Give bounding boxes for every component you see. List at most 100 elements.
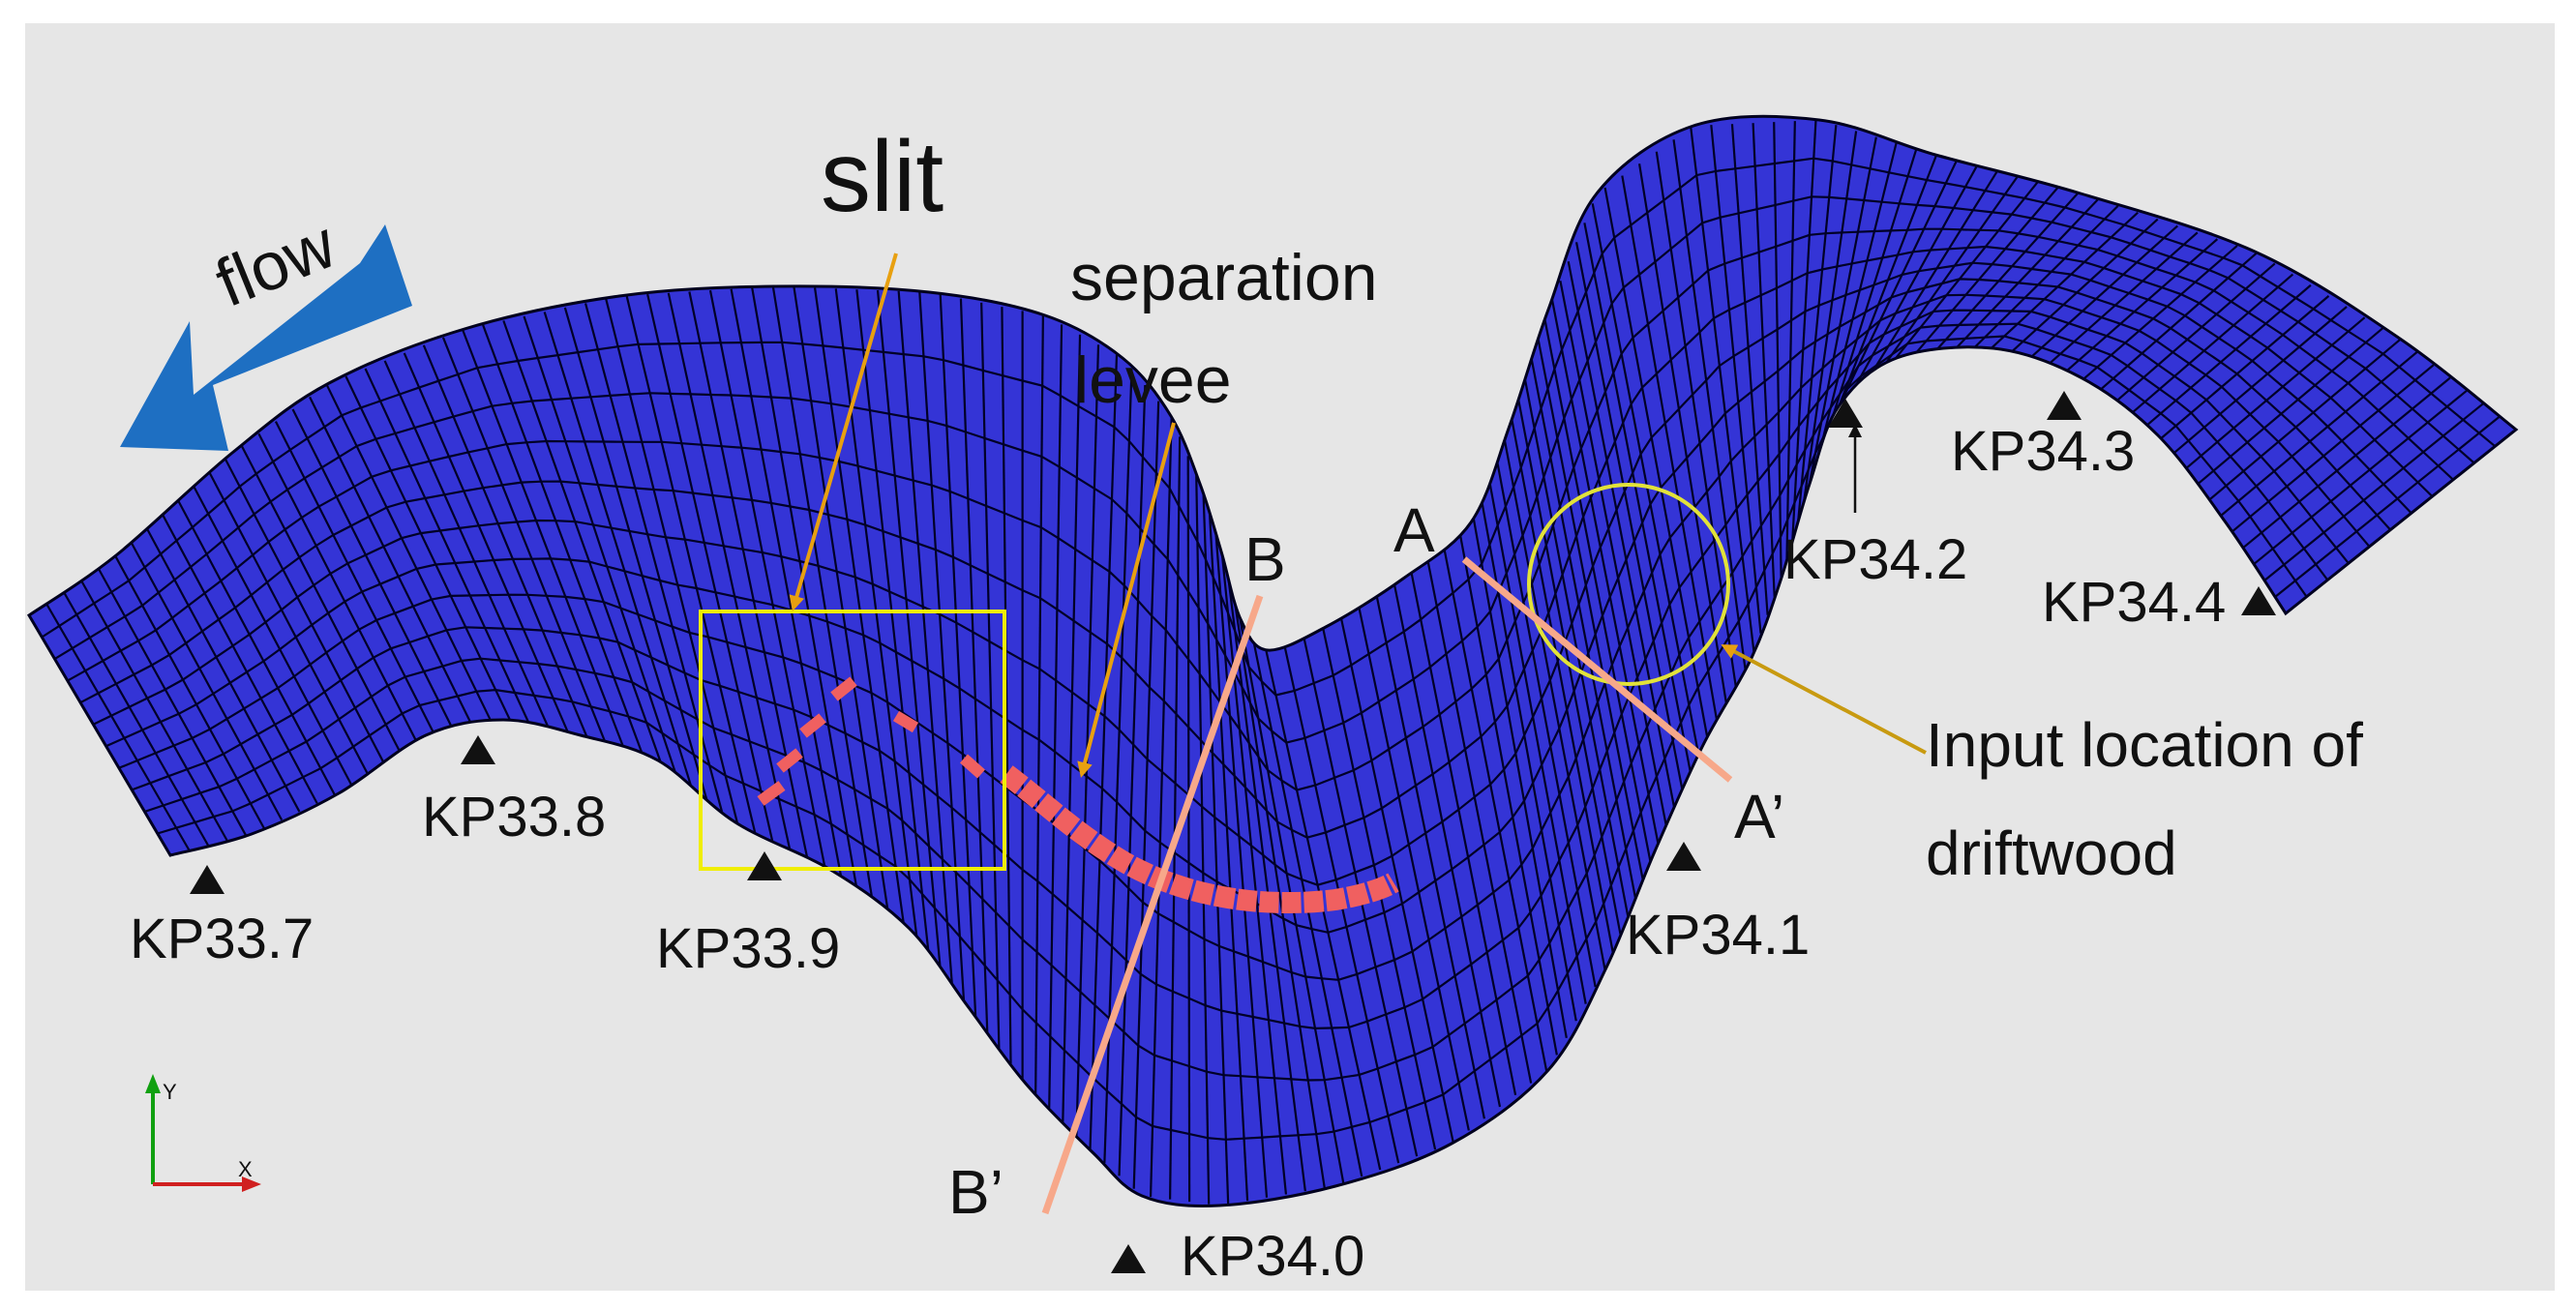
mesh-cross-line <box>1232 595 1326 1189</box>
mesh-longitudinal-line <box>67 227 2454 791</box>
mesh-cross-line <box>1458 531 1558 1056</box>
slit-levee-segment <box>892 710 919 733</box>
mesh-cross-line <box>114 555 265 829</box>
mesh-cross-line <box>1339 616 1454 1143</box>
mesh-longitudinal-line <box>79 245 2434 839</box>
axis-x-label: X <box>238 1157 253 1181</box>
input-location-label-line2: driftwood <box>1926 819 2177 888</box>
mesh-cross-line <box>1672 139 1747 670</box>
mesh-longitudinal-line <box>157 335 2308 1141</box>
mesh-cross-line <box>2220 351 2418 518</box>
mesh-cross-line <box>1808 136 1877 486</box>
kp-marker-triangle-icon <box>461 735 495 764</box>
mesh-cross-line <box>563 307 708 800</box>
mesh-cross-line <box>708 289 826 868</box>
mesh-longitudinal-line <box>92 261 2412 886</box>
mesh-cross-line <box>1523 378 1630 916</box>
mesh-cross-line <box>1893 181 2039 361</box>
separation-levee-label-line1: separation <box>1070 241 1378 314</box>
mesh-cross-line <box>876 289 942 970</box>
slit-levee-segment <box>830 676 857 701</box>
mesh-cross-line <box>751 287 858 890</box>
mesh-cross-line <box>1132 401 1160 1189</box>
mesh-cross-line <box>1075 344 1100 1136</box>
input-callout-arrow <box>1721 644 1927 755</box>
mesh-cross-line <box>1186 456 1191 1203</box>
mesh-cross-line <box>2027 224 2179 361</box>
mesh-cross-line <box>1591 203 1700 756</box>
mesh-cross-line <box>1393 583 1502 1108</box>
kp-marker-triangle-icon <box>2241 586 2276 615</box>
flow-arrow-icon <box>120 224 412 451</box>
mesh-cross-line <box>274 421 435 734</box>
kp-marker-triangle-icon <box>747 851 782 880</box>
mesh-longitudinal-line <box>53 195 2475 744</box>
mesh-cross-line <box>2098 252 2258 393</box>
section-b-prime-label: B’ <box>948 1157 1003 1227</box>
mesh-cross-line <box>1169 436 1182 1200</box>
mesh-cross-line <box>208 472 369 775</box>
mesh-cross-line <box>2274 415 2501 598</box>
mesh-cross-line <box>2196 327 2383 487</box>
slit-highlight-box <box>699 610 1006 871</box>
mesh-cross-line <box>177 499 337 796</box>
mesh-cross-line <box>1621 175 1719 721</box>
mesh-cross-line <box>462 329 626 751</box>
section-a-label: A <box>1393 495 1435 565</box>
mesh-cross-line <box>1487 477 1587 1004</box>
mesh-cross-line <box>771 285 874 902</box>
kp-label-34-3: KP34.3 <box>1951 420 2135 483</box>
mesh-cross-line <box>1710 125 1762 634</box>
mesh-cross-line <box>543 312 693 788</box>
mesh-cross-line <box>383 360 551 729</box>
mesh-cross-line <box>482 324 644 757</box>
mesh-cross-line <box>1932 192 2080 356</box>
mesh-cross-line <box>1690 127 1755 652</box>
mesh-cross-line <box>1214 534 1269 1198</box>
mesh-cross-line <box>97 567 248 837</box>
mesh-longitudinal-line <box>118 293 2371 981</box>
mesh-cross-line <box>1821 148 1918 449</box>
mesh-cross-line <box>2231 364 2435 533</box>
mesh-cross-line <box>1951 198 2099 354</box>
mesh-cross-line <box>79 579 228 842</box>
mesh-cross-line <box>1195 475 1211 1205</box>
kp-label-34-1: KP34.1 <box>1626 904 1810 967</box>
mesh-cross-line <box>309 396 474 727</box>
axis-triad-icon: Y X <box>145 1074 261 1192</box>
mesh-cross-line <box>1543 319 1652 862</box>
mesh-cross-line <box>793 286 889 913</box>
slit-label: slit <box>821 121 944 233</box>
mesh-cross-line <box>1089 354 1119 1150</box>
slit-levee-segment <box>799 713 826 738</box>
mesh-cross-line <box>1226 575 1306 1192</box>
mesh-cross-line <box>939 294 977 1017</box>
kp-label-34-2: KP34.2 <box>1783 528 1967 591</box>
mesh-cross-line <box>1785 121 1796 560</box>
mesh-cross-line <box>45 603 191 851</box>
slit-callout-arrow <box>789 253 898 611</box>
slit-levee-segment <box>776 748 803 773</box>
kp-marker-triangle-icon <box>1666 842 1701 871</box>
mesh-cross-line <box>980 302 1001 1049</box>
slit-levee-segment <box>960 754 985 779</box>
mesh-cross-line <box>240 445 402 754</box>
mesh-cross-line <box>193 486 353 786</box>
mesh-cross-line <box>364 368 531 726</box>
mesh-cross-line <box>2064 238 2219 373</box>
mesh-longitudinal-line <box>144 322 2329 1082</box>
mesh-cross-line <box>1863 170 1998 386</box>
mesh-cross-line <box>814 287 906 925</box>
separation-levee-band <box>1000 765 1399 914</box>
separation-levee <box>757 676 1399 914</box>
mesh-cross-line <box>1149 417 1173 1198</box>
mesh-cross-line <box>1814 142 1898 467</box>
section-b-label: B <box>1244 524 1286 594</box>
mesh-cross-line <box>2144 283 2312 428</box>
axis-y-label: Y <box>163 1080 177 1104</box>
mesh-cross-line <box>1118 384 1147 1176</box>
mesh-cross-line <box>1603 187 1709 738</box>
mesh-cross-line <box>161 514 318 804</box>
